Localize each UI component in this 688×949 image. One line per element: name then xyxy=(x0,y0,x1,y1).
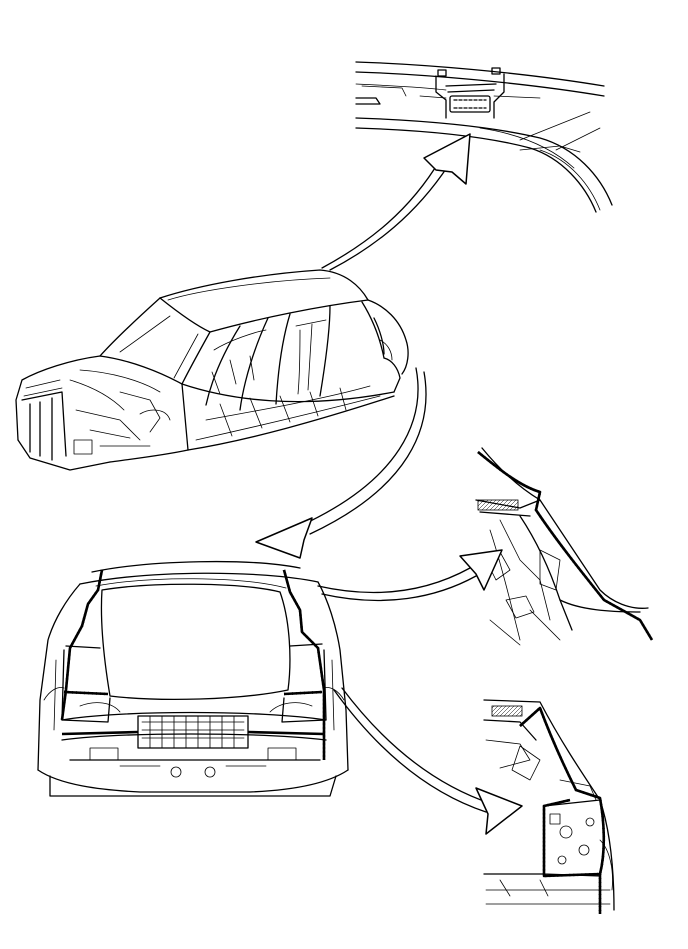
arrow-to-pillar-detail-icon xyxy=(317,549,503,602)
arrow-to-roof-detail-icon xyxy=(321,133,471,271)
car-body-overview-icon xyxy=(15,269,409,471)
lower-corner-seam-detail-icon xyxy=(483,699,615,914)
roof-rail-detail-icon xyxy=(355,61,613,213)
upper-pillar-seam-detail-icon xyxy=(475,447,654,646)
rear-opening-seam-icon xyxy=(60,569,326,760)
rear-body-opening-icon xyxy=(37,560,349,797)
arrow-to-corner-detail-icon xyxy=(333,687,523,835)
arrow-to-rear-opening-icon xyxy=(255,367,427,559)
